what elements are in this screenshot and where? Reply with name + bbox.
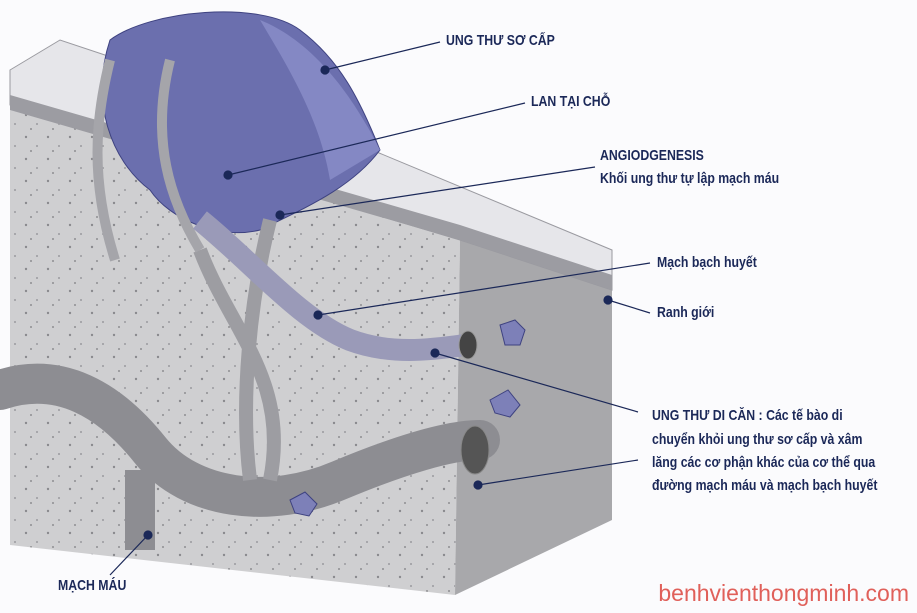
watermark: benhvienthongminh.com [658, 580, 909, 606]
lymph-vessel [193, 211, 467, 361]
blood-vessel [0, 363, 500, 517]
metastatic-cells [289, 319, 526, 517]
label-boundary: Ranh giới [657, 304, 715, 321]
label-blood-vessel: MẠCH MÁU [58, 577, 127, 594]
label-metastasis-4: đường mạch máu và mạch bạch huyết [652, 477, 878, 494]
label-metastasis-2: chuyển khỏi ung thư sơ cấp và xâm [652, 431, 863, 448]
label-local-spread: LAN TẠI CHỖ [531, 93, 611, 110]
label-metastasis-1: UNG THƯ DI CĂN : Các tế bào di [652, 407, 843, 424]
leader-lines [109, 41, 651, 576]
label-metastasis-3: lăng các cơ phận khác của cơ thể qua [652, 454, 876, 471]
label-angiogenesis-desc: Khối ung thư tự lập mạch máu [600, 170, 780, 187]
tissue-side [455, 240, 612, 595]
label-lymph-vessel: Mạch bạch huyết [657, 254, 757, 271]
label-primary-cancer: UNG THƯ SƠ CẤP [446, 32, 555, 49]
label-angiogenesis-title: ANGIODGENESIS [600, 147, 704, 164]
